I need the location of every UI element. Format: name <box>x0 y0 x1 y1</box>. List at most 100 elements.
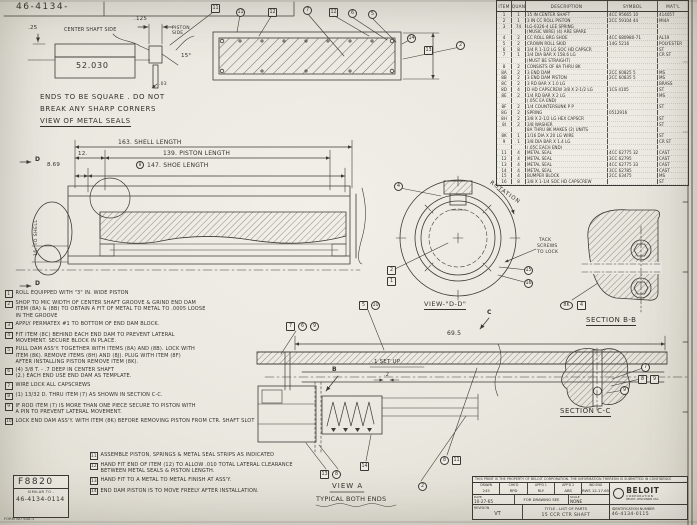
dim-12: 12. <box>78 151 88 157</box>
table-cell: 16 <box>497 179 512 184</box>
table-cell <box>608 81 658 86</box>
balloon-14-viewa: 14 <box>360 462 369 471</box>
center-shaft-side-label: CENTER SHAFT SIDE <box>64 28 117 33</box>
note-number: 8 <box>5 392 13 401</box>
table-cell <box>608 29 658 35</box>
view-a-label: VIEW A <box>332 482 364 490</box>
table-cell: 0512916 <box>608 110 658 115</box>
id-value: 46-4134-0115 <box>611 512 650 517</box>
brand-subtitle: CORPORATION <box>626 493 654 498</box>
note-number: 5 <box>5 346 13 355</box>
table-cell: BRASS <box>659 81 673 86</box>
note-text: HAND FIT TO A METAL TO METAL FINISH AT A… <box>100 477 232 484</box>
table-cell: ST <box>659 104 665 110</box>
table-cell <box>608 92 658 98</box>
note-number: 9 <box>5 403 13 411</box>
table-cell <box>497 98 512 104</box>
table-cell <box>658 98 688 103</box>
note-number: 7 <box>5 382 13 390</box>
table-cell: 2 <box>512 92 526 98</box>
approval-appd1: APP'D 1 RLY <box>528 483 556 494</box>
tack-line2: SCREWS <box>537 244 558 249</box>
balloon-7-sectioncc: 7 <box>641 363 650 372</box>
table-cell: METAL SEAL <box>526 150 608 156</box>
dim-shell-length: 163. SHELL LENGTH <box>118 139 182 146</box>
balloon-8-sectioncc: 8 <box>638 375 647 384</box>
table-cell <box>608 52 658 58</box>
note-text: SHOP TO MIC WIDTH OF CENTER SHAFT GROOVE… <box>15 300 206 319</box>
table-cell: 8 <box>512 179 526 184</box>
table-cell: 8B <box>497 75 512 81</box>
dim-setup: .1 SET UP <box>372 359 401 365</box>
brand-name: BELOIT <box>626 485 660 495</box>
table-cell <box>608 58 658 63</box>
balloon-15-viewdd: 15 <box>524 266 533 275</box>
table-cell: 8G <box>497 110 512 115</box>
table-cell: 8J <box>497 121 512 127</box>
similar-to-label: SIMILAR TO - <box>14 488 68 494</box>
table-cell: CAST <box>659 161 670 167</box>
form-number: FORM NO 648.3 <box>4 517 35 521</box>
table-cell: 3CC 62795 <box>608 156 658 161</box>
table-cell: 2 <box>512 69 526 75</box>
table-cell: 3 IN CC ROLL PISTON <box>526 17 608 23</box>
table-cell: 3/8 WASHER <box>526 121 608 127</box>
balloon-6-detail: 6 <box>298 322 307 331</box>
table-cell: ST <box>659 115 665 121</box>
seal-dim-25: .25 <box>28 25 38 31</box>
note-number: 14 <box>90 487 98 496</box>
table-cell: 3/8 DIA BAR X 1.4 LG <box>526 138 608 144</box>
note-text: ASSEMBLE PISTON, SPRINGS & METAL SEAL ST… <box>100 452 275 458</box>
view-dd-label: VIEW-"D-D" <box>424 300 467 310</box>
table-cell: ST <box>659 133 665 138</box>
table-cell <box>608 179 658 184</box>
balloon-5-plan: 5 <box>368 10 377 19</box>
table-row: (MUSIC WIRE) (4) ARE SPARE <box>497 29 688 36</box>
parts-table-header: ITEM QUAN DESCRIPTION SYMBOL MAT'L <box>497 1 688 12</box>
balloon-11-plan: 11 <box>236 8 245 17</box>
cutting-plane-c: C <box>487 309 492 316</box>
dim-2: .2 <box>384 372 390 378</box>
table-cell: CROWN ROLL SKID <box>526 40 608 46</box>
balloon-11-viewa: 11 <box>452 456 461 465</box>
table-cell: 8A THRU 8K MAKES (2) UNITS <box>526 127 608 133</box>
title-block: THIS PRINT IS THE PROPERTY OF BELOIT COR… <box>472 476 688 520</box>
piston-side-label: PISTON SIDE <box>172 26 190 36</box>
table-cell: 1CS 4105 <box>608 86 658 92</box>
balloon-13-viewa: 13 <box>320 470 329 479</box>
table-cell <box>512 58 526 63</box>
col-item: ITEM <box>497 1 512 11</box>
table-cell: (MUST BE STRAIGHT) <box>526 58 608 63</box>
balloon-2-viewa: 2 <box>418 482 427 491</box>
identification-cell: IDENTIFICATION NUMBER 46-4134-0115 <box>610 505 687 519</box>
table-cell: SPRING <box>526 110 608 115</box>
table-cell: 8D <box>497 86 512 92</box>
table-cell: 3/8 X 1-1/4 SOC HD CAPSCREW <box>526 179 608 184</box>
dim-695: 69.5 <box>447 330 462 337</box>
note-text: APPLY PERMATEX #1 TO BOTTOM OF END DAM B… <box>15 321 160 328</box>
table-cell: 8 <box>512 46 526 52</box>
table-cell <box>608 63 658 69</box>
table-cell: MS <box>659 173 666 179</box>
table-cell <box>608 23 658 29</box>
table-cell: 2 <box>512 35 526 40</box>
table-cell <box>497 29 512 35</box>
table-cell: 4CC 680980-71 <box>608 35 658 40</box>
table-cell: CAST <box>659 150 670 156</box>
table-cell <box>658 64 688 69</box>
table-cell <box>608 133 658 138</box>
table-cell <box>608 46 658 52</box>
